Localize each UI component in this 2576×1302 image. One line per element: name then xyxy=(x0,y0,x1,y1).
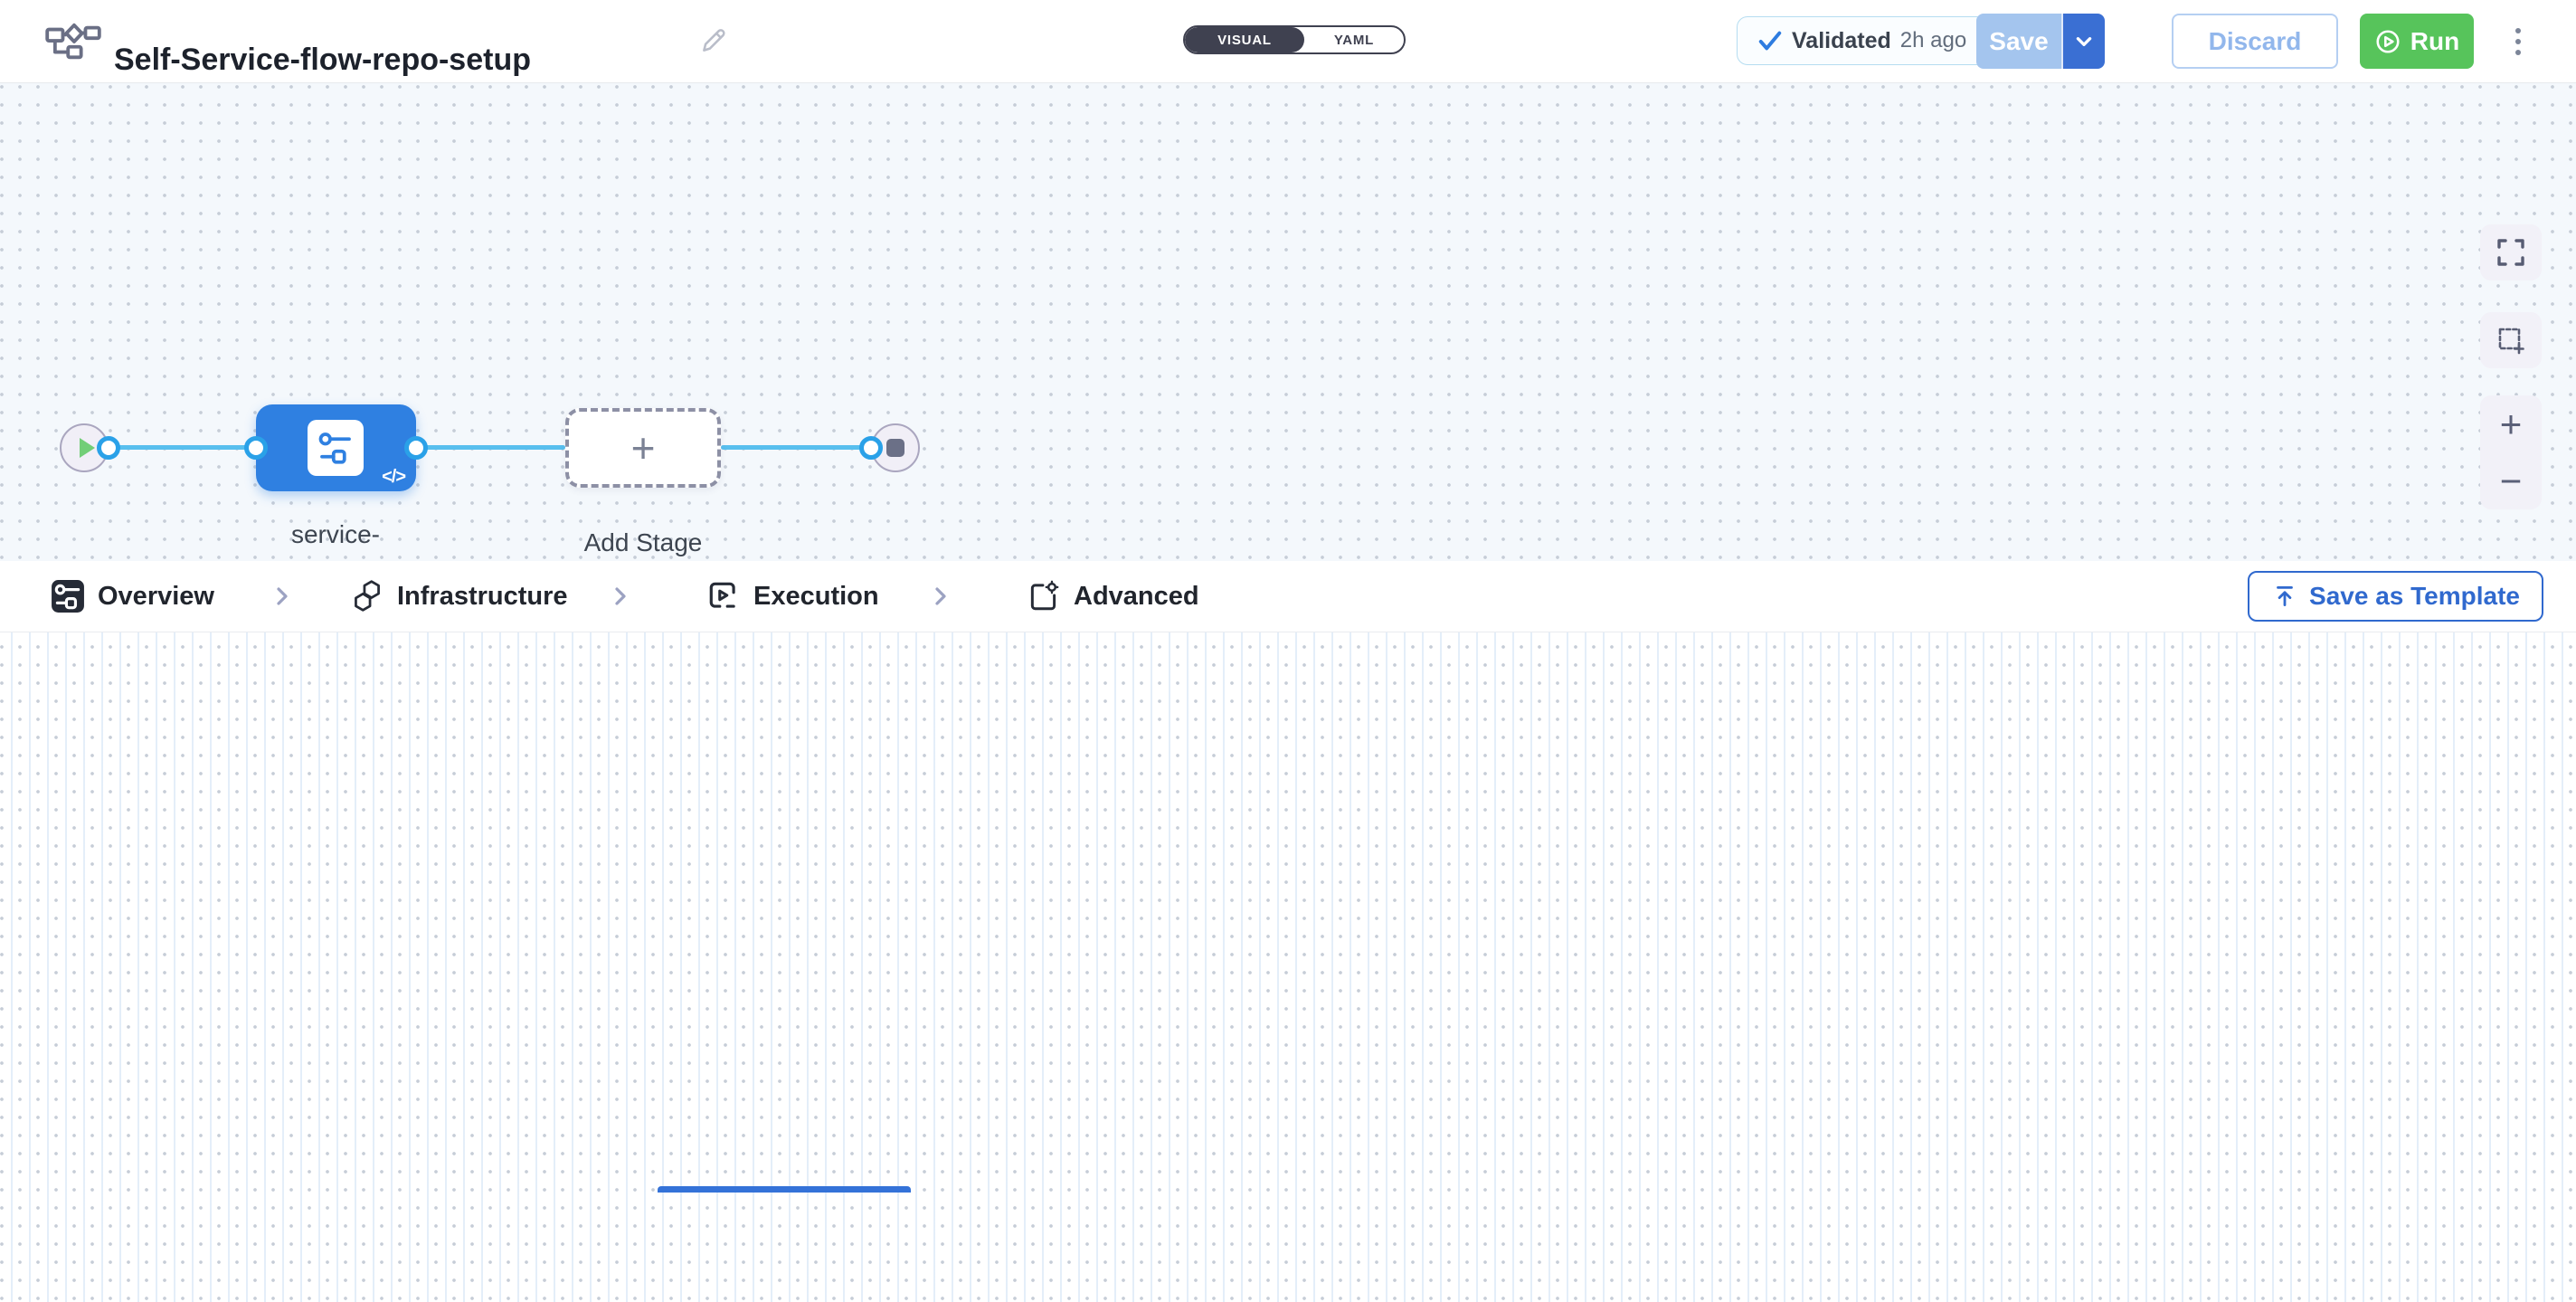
validation-status: Validated xyxy=(1792,27,1891,53)
add-stage-label: Add Stage xyxy=(583,528,703,556)
chevron-right-icon xyxy=(615,587,626,605)
pipeline-overview-icon xyxy=(52,580,84,613)
edge-addstage-to-end xyxy=(721,445,871,450)
zoom-controls: + − xyxy=(2480,395,2542,509)
stop-icon xyxy=(886,439,904,457)
add-stage-button[interactable]: + xyxy=(565,408,721,488)
tab-infrastructure[interactable]: Infrastructure xyxy=(350,561,568,632)
pipeline-flowchart-icon xyxy=(43,20,103,68)
hexagons-icon xyxy=(355,580,380,612)
code-badge: </> xyxy=(382,467,406,487)
zoom-in-button[interactable]: + xyxy=(2499,402,2523,445)
visual-yaml-toggle: VISUAL YAML xyxy=(1183,25,1406,54)
edit-pencil-icon[interactable] xyxy=(698,25,729,61)
tab-overview[interactable]: Overview xyxy=(51,561,214,632)
edge-stage-to-addstage xyxy=(416,445,565,450)
plus-icon: + xyxy=(630,424,656,471)
more-options-kebab-icon[interactable] xyxy=(2507,20,2529,63)
chevron-right-icon xyxy=(935,587,946,605)
play-square-icon xyxy=(709,582,735,608)
fullscreen-button[interactable] xyxy=(2480,224,2542,280)
validation-time: 2h ago xyxy=(1899,28,1967,52)
run-label: Run xyxy=(2410,26,2460,55)
save-as-template-button[interactable]: Save as Template xyxy=(2248,571,2543,622)
port[interactable] xyxy=(97,436,120,460)
clipboard-gear-icon xyxy=(1030,580,1059,611)
run-play-icon xyxy=(2376,29,2400,53)
edge-start-to-stage xyxy=(109,445,256,450)
stage-node-service-onboarding[interactable]: </> xyxy=(256,404,416,491)
marquee-selection-icon xyxy=(2498,328,2524,355)
fullscreen-icon xyxy=(2497,239,2524,266)
stage-tabbar: Overview Infrastructure Execution xyxy=(0,561,2576,1193)
validation-badge[interactable]: Validated 2h ago xyxy=(1737,16,1988,65)
discard-button[interactable]: Discard xyxy=(2172,14,2338,69)
port[interactable] xyxy=(404,436,428,460)
toggle-visual[interactable]: VISUAL xyxy=(1185,27,1304,52)
toggle-yaml[interactable]: YAML xyxy=(1333,32,1375,48)
save-dropdown-button[interactable] xyxy=(2061,14,2105,69)
start-play-icon xyxy=(79,438,95,458)
chevron-right-icon xyxy=(277,587,288,605)
zoom-out-button[interactable]: − xyxy=(2499,459,2523,502)
save-button[interactable]: Save xyxy=(1976,14,2061,69)
check-icon xyxy=(1758,31,1782,51)
port[interactable] xyxy=(859,436,883,460)
page-title: Self-Service-flow-repo-setup xyxy=(114,42,531,77)
stage-canvas[interactable]: </> service-onboarding + Add Stage + xyxy=(0,83,2576,586)
header: Self-Service-flow-repo-setup VISUAL YAML… xyxy=(0,0,2576,83)
tab-execution[interactable]: Execution xyxy=(706,561,879,632)
port[interactable] xyxy=(244,436,268,460)
active-tab-underline xyxy=(658,1186,911,1193)
custom-stage-icon xyxy=(308,420,364,476)
chevron-down-icon xyxy=(2076,36,2092,46)
upload-icon xyxy=(2277,585,2293,607)
run-button[interactable]: Run xyxy=(2360,14,2474,69)
execution-canvas[interactable]: </> CookieCutter </> CreateRepo </> cre xyxy=(0,632,2576,1302)
marquee-select-button[interactable] xyxy=(2480,312,2542,368)
tab-advanced[interactable]: Advanced xyxy=(1027,561,1199,632)
